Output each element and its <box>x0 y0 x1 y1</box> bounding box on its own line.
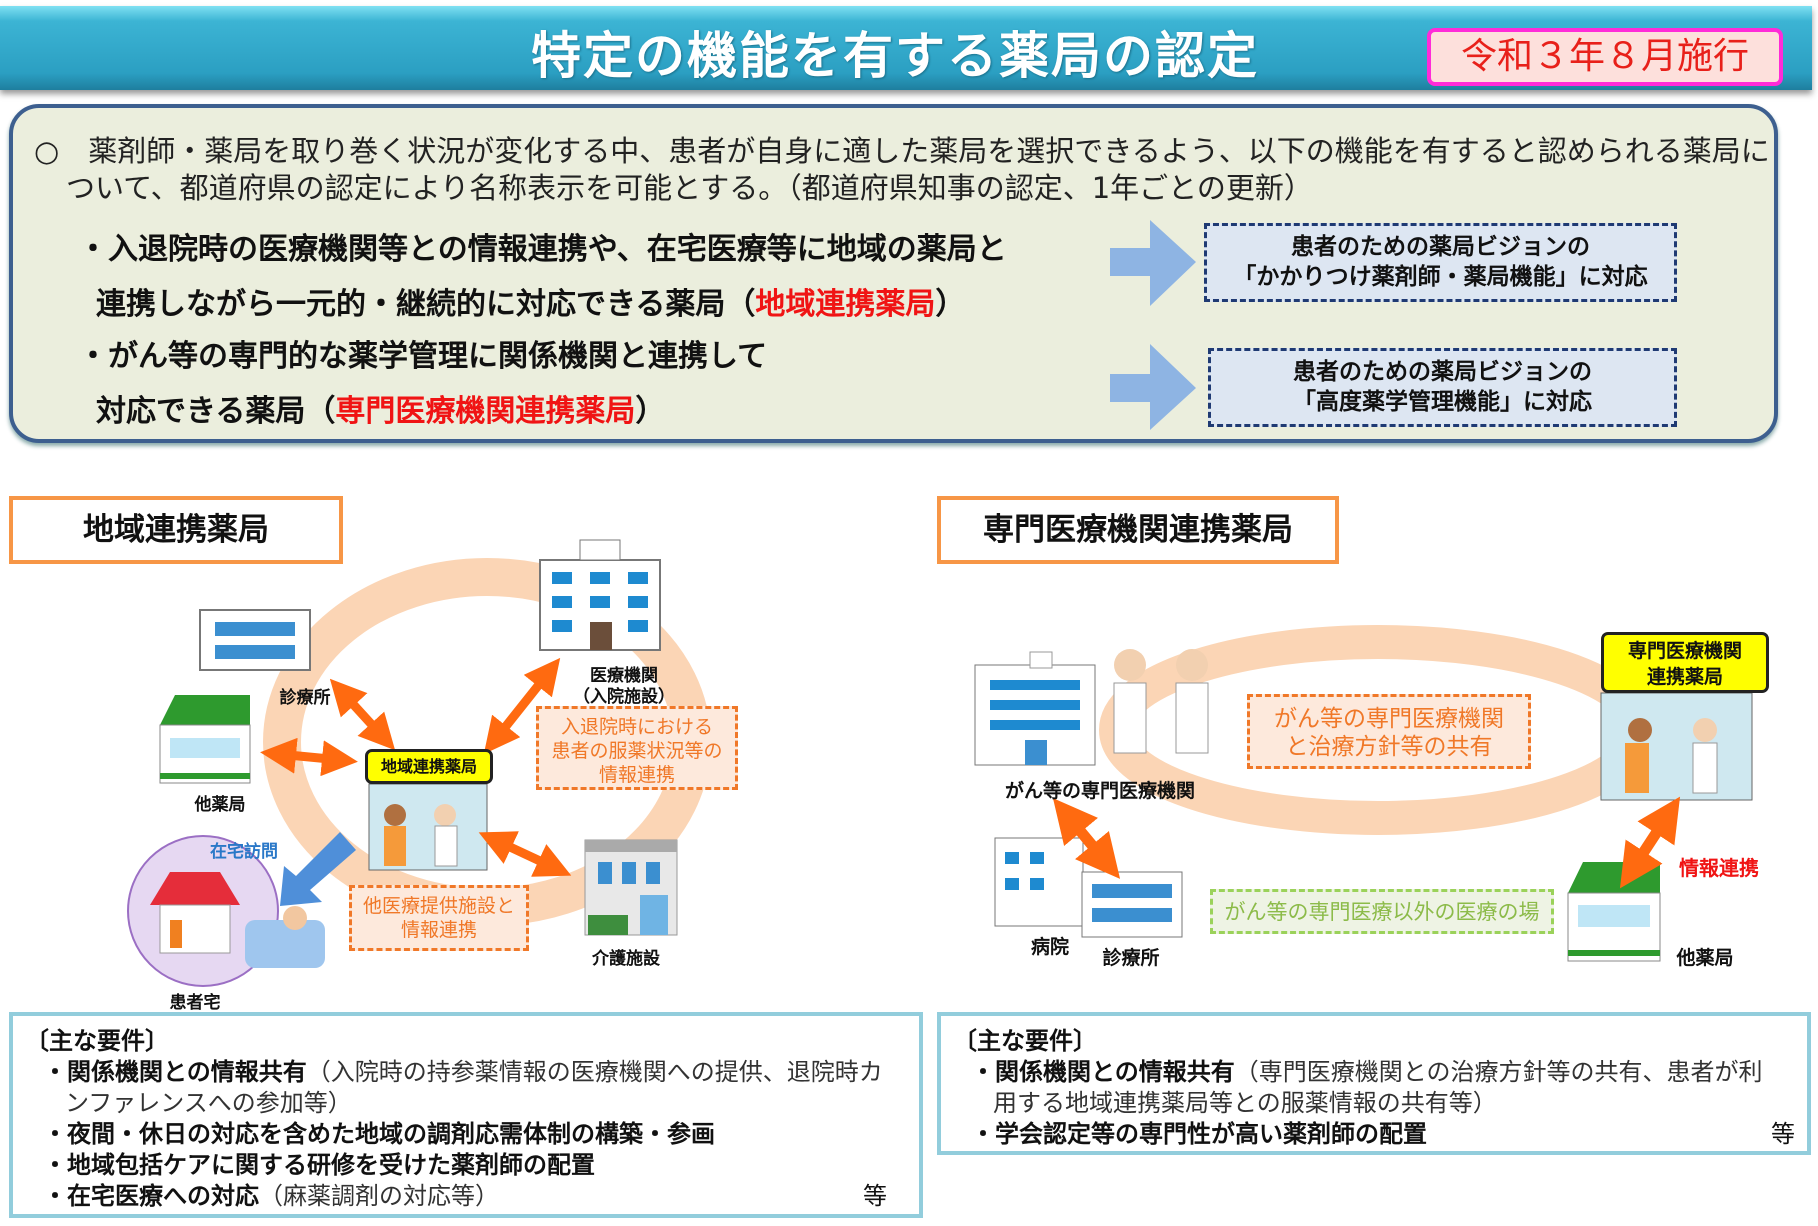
regional-pharmacy-sign: 地域連携薬局 <box>365 749 493 784</box>
label-inpatient: （入院施設） <box>573 687 675 707</box>
label-patient-home: 患者宅 <box>169 993 221 1013</box>
right-arrow-icon <box>1110 220 1196 306</box>
label-home-visit: 在宅訪問 <box>210 842 278 862</box>
page-title: 特定の機能を有する薬局の認定 <box>531 27 1259 85</box>
arrow-info-link-icon <box>1619 796 1681 889</box>
intro-line-1: ○ 薬剤師・薬局を取り巻く状況が変化する中、患者が自身に適した薬局を選択できるよ… <box>34 134 1770 168</box>
care-facility-building-icon <box>584 839 678 936</box>
arrow-care-link-icon <box>478 831 572 877</box>
treatment-share-box: がん等の専門医療機関と治療方針等の共有 <box>1247 694 1531 769</box>
home-visit-arrow-icon <box>280 832 356 906</box>
vision-box-1: 患者のための薬局ビジョンの「かかりつけ薬剤師・薬局機能」に対応 <box>1204 223 1677 302</box>
requirement-item: ・関係機関との情報共有（入院時の持参薬情報の医療機関への提供、退院時カ <box>43 1058 883 1086</box>
effective-date-badge: 令和３年８月施行 <box>1427 28 1783 86</box>
clinic-building-icon <box>199 609 311 671</box>
other-care-setting-box: がん等の専門医療以外の医療の場 <box>1210 889 1554 934</box>
label-other-pharmacy: 他薬局 <box>1676 947 1734 969</box>
arrow-hospital-link-icon <box>483 657 561 755</box>
label-care-facility: 介護施設 <box>592 949 660 969</box>
doctors-icon <box>1113 649 1209 754</box>
label-hospital: 病院 <box>1030 936 1070 958</box>
label-clinic: 診療所 <box>1102 947 1160 969</box>
hospital-building-icon <box>994 837 1084 927</box>
arrow-clinic-link-icon <box>329 678 396 751</box>
admission-info-box: 入退院時における患者の服薬状況等の情報連携 <box>536 706 738 790</box>
label-info-link: 情報連携 <box>1679 856 1759 880</box>
label-hospital: 医療機関 <box>590 666 658 686</box>
intro-line-2: ついて、都道府県の認定により名称表示を可能とする。（都道府県知事の認定、1年ごと… <box>66 171 1313 205</box>
requirement-item: ・夜間・休日の対応を含めた地域の調剤応需体制の構築・参画 <box>43 1120 715 1148</box>
requirement-item: ・関係機関との情報共有（専門医療機関との治療方針等の共有、患者が利 <box>971 1058 1763 1086</box>
arrows-group <box>1110 220 1196 430</box>
bullet-2-line-1: ・がん等の専門的な薬学管理に関係機関と連携して <box>78 339 768 374</box>
section-heading-regional: 地域連携薬局 <box>9 496 343 564</box>
label-other-pharmacy: 他薬局 <box>194 795 246 815</box>
requirement-item: ・地域包括ケアに関する研修を受けた薬剤師の配置 <box>43 1151 595 1179</box>
arrow-hospital-clinic-icon <box>1052 798 1121 879</box>
label-clinic: 診療所 <box>279 688 331 708</box>
patient-home-icon <box>127 835 325 987</box>
regional-requirements-box: 〔主な要件〕 ・関係機関との情報共有（入院時の持参薬情報の医療機関への提供、退院… <box>9 1012 923 1218</box>
other-facility-info-box: 他医療提供施設と情報連携 <box>349 885 529 951</box>
specialist-pharmacy-term: 専門医療機関連携薬局 <box>335 394 636 429</box>
bullet-2-line-2: 対応できる薬局（専門医療機関連携薬局） <box>96 394 666 429</box>
hospital-building-icon <box>539 539 661 651</box>
requirements-heading: 〔主な要件〕 <box>953 1027 1097 1055</box>
requirement-item: ・学会認定等の専門性が高い薬剤師の配置等 <box>971 1120 1795 1148</box>
label-specialist-institution: がん等の専門医療機関 <box>1004 780 1196 802</box>
bullet-1-line-1: ・入退院時の医療機関等との情報連携や、在宅医療等に地域の薬局と <box>78 232 1007 267</box>
requirement-item: ・在宅医療への対応（麻薬調剤の対応等）等 <box>43 1182 887 1210</box>
requirement-item-cont: ンファレンスへの参加等） <box>65 1089 352 1117</box>
vision-box-2: 患者のための薬局ビジョンの「高度薬学管理機能」に対応 <box>1208 348 1677 427</box>
pharmacy-storefront-icon <box>368 783 488 871</box>
regional-pharmacy-term: 地域連携薬局 <box>755 287 936 322</box>
pharmacy-building-icon <box>159 695 251 784</box>
requirements-heading: 〔主な要件〕 <box>25 1027 169 1055</box>
bullet-1-line-2: 連携しながら一元的・継続的に対応できる薬局（地域連携薬局） <box>96 287 966 322</box>
clinic-building-icon <box>1081 871 1183 938</box>
requirement-item-cont: 用する地域連携薬局等との服薬情報の共有等） <box>993 1089 1497 1117</box>
specialist-requirements-box: 〔主な要件〕 ・関係機関との情報共有（専門医療機関との治療方針等の共有、患者が利… <box>937 1012 1811 1155</box>
specialist-pharmacy-storefront-icon <box>1600 692 1753 801</box>
pharmacy-building-icon <box>1567 862 1661 962</box>
arrow-pharmacy-link-icon <box>260 737 358 777</box>
specialist-pharmacy-sign: 専門医療機関連携薬局 <box>1601 632 1769 693</box>
right-arrow-icon <box>1110 344 1196 430</box>
section-heading-specialist: 専門医療機関連携薬局 <box>937 496 1339 564</box>
specialist-hospital-icon <box>974 651 1096 766</box>
